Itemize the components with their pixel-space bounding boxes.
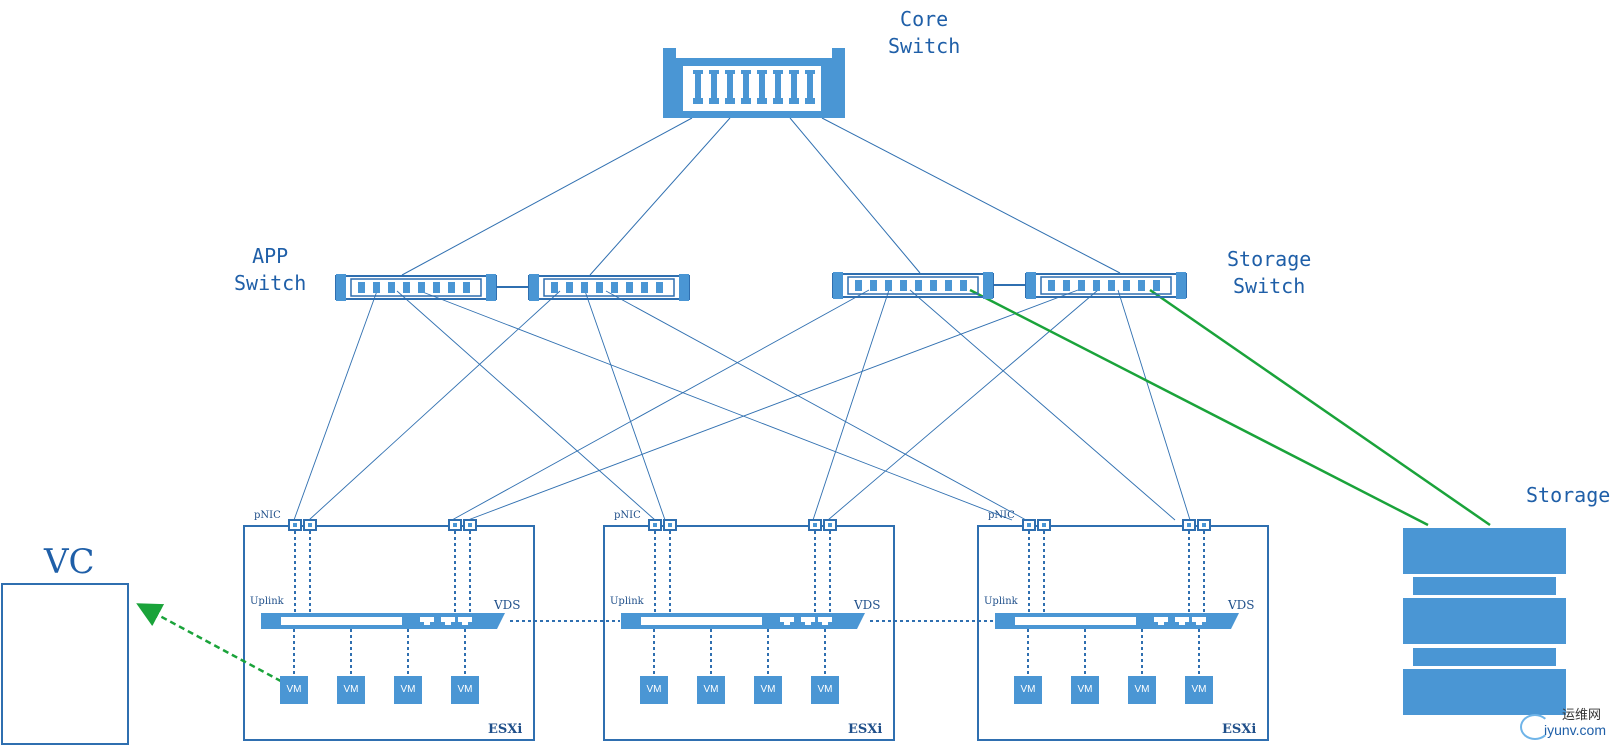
switch-port-icon xyxy=(656,282,663,293)
switch-port-icon xyxy=(596,282,603,293)
vds-label: VDS xyxy=(1228,598,1255,612)
app-switch-label: APP Switch xyxy=(234,244,307,295)
core-port-icon xyxy=(805,70,815,104)
switch-port-icon xyxy=(373,282,380,293)
storage-links xyxy=(969,288,1491,527)
vm-box: VM xyxy=(394,676,422,704)
esxi-label: ESXi xyxy=(848,722,883,737)
core-port-icon xyxy=(741,70,751,104)
esxi-label: ESXi xyxy=(488,722,523,737)
storage-switch-label: Storage Switch xyxy=(1227,247,1312,298)
switch-port-icon xyxy=(1153,280,1160,291)
pnic-label: pNIC xyxy=(614,510,641,521)
switch-port-icon xyxy=(1063,280,1070,291)
switch-port-icon xyxy=(1138,280,1145,291)
esxi-host-box xyxy=(243,525,535,741)
switch-port-icon xyxy=(448,282,455,293)
switch-port-icon xyxy=(870,280,877,291)
switch-port-icon xyxy=(1093,280,1100,291)
switch-port-icon xyxy=(1123,280,1130,291)
core-port-icon xyxy=(725,70,735,104)
watermark-logo-icon xyxy=(1520,714,1550,740)
vm-box: VM xyxy=(1071,676,1099,704)
switch-port-icon xyxy=(388,282,395,293)
uplink-label: Uplink xyxy=(250,596,284,607)
core-port-icon xyxy=(757,70,767,104)
pnic-label: pNIC xyxy=(254,510,281,521)
core-uplinks xyxy=(401,117,1121,276)
storage-switch xyxy=(832,272,1187,299)
core-port-icon xyxy=(693,70,703,104)
esxi-label: ESXi xyxy=(1222,722,1257,737)
switch-port-icon xyxy=(433,282,440,293)
switch-port-icon xyxy=(463,282,470,293)
watermark-text-bottom: iyunv.com xyxy=(1544,722,1606,738)
vm-box: VM xyxy=(697,676,725,704)
vds-label: VDS xyxy=(494,598,521,612)
switch-port-icon xyxy=(945,280,952,291)
uplink-label: Uplink xyxy=(610,596,644,607)
switch-port-icon xyxy=(930,280,937,291)
switch-port-icon xyxy=(1078,280,1085,291)
core-port-icon xyxy=(789,70,799,104)
switch-port-icon xyxy=(1108,280,1115,291)
vm-box: VM xyxy=(640,676,668,704)
vm-box: VM xyxy=(337,676,365,704)
switch-port-icon xyxy=(358,282,365,293)
uplink-label: Uplink xyxy=(984,596,1018,607)
vm-box: VM xyxy=(1014,676,1042,704)
vc-management-link xyxy=(136,603,291,688)
switch-port-icon xyxy=(1048,280,1055,291)
vm-box: VM xyxy=(811,676,839,704)
vds-label: VDS xyxy=(854,598,881,612)
switch-port-icon xyxy=(960,280,967,291)
vc-box xyxy=(1,583,129,745)
esxi-hosts xyxy=(243,519,1269,741)
switch-port-icon xyxy=(551,282,558,293)
switch-port-icon xyxy=(566,282,573,293)
storage-switch-links xyxy=(451,289,1191,521)
switch-port-icon xyxy=(885,280,892,291)
app-switch-links xyxy=(293,290,1027,521)
core-port-icon xyxy=(773,70,783,104)
switch-port-icon xyxy=(403,282,410,293)
vm-box: VM xyxy=(451,676,479,704)
esxi-host-box xyxy=(603,525,895,741)
pnic-label: pNIC xyxy=(988,510,1015,521)
app-switch xyxy=(335,274,690,301)
core-port-icon xyxy=(709,70,719,104)
vm-box: VM xyxy=(1128,676,1156,704)
storage-label: Storage xyxy=(1526,483,1611,507)
vm-box: VM xyxy=(754,676,782,704)
core-switch-label: Core Switch xyxy=(888,7,961,58)
watermark-text-top: 运维网 xyxy=(1562,707,1602,722)
esxi-host-box xyxy=(977,525,1269,741)
switch-port-icon xyxy=(418,282,425,293)
vm-box: VM xyxy=(1185,676,1213,704)
switch-port-icon xyxy=(581,282,588,293)
vc-label: VC xyxy=(44,542,95,582)
core-switch xyxy=(663,48,845,118)
switch-port-icon xyxy=(641,282,648,293)
vm-box: VM xyxy=(280,676,308,704)
switch-port-icon xyxy=(855,280,862,291)
watermark: 运维网 iyunv.com xyxy=(1520,704,1620,744)
switch-port-icon xyxy=(915,280,922,291)
switch-port-icon xyxy=(626,282,633,293)
switch-port-icon xyxy=(900,280,907,291)
switch-port-icon xyxy=(611,282,618,293)
storage-array xyxy=(1403,528,1566,715)
